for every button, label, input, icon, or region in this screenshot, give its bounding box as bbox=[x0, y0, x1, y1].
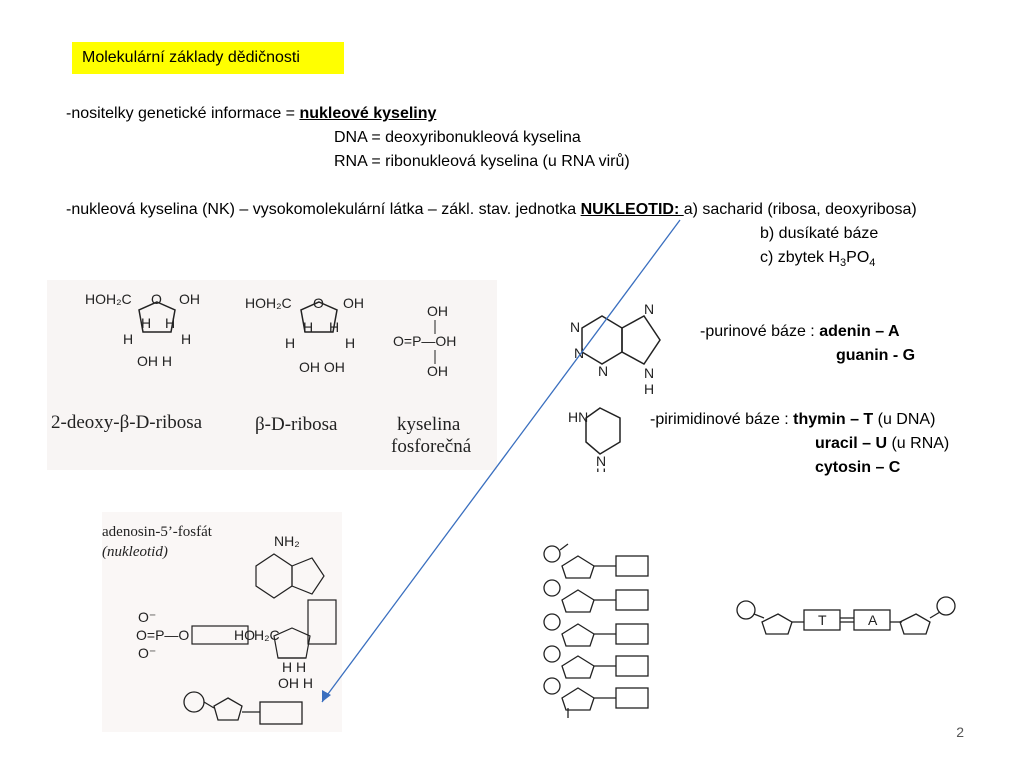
scan-background bbox=[47, 280, 497, 470]
scan-background bbox=[102, 512, 342, 732]
strand-unit-4 bbox=[543, 645, 649, 679]
strand-unit-1 bbox=[543, 543, 649, 579]
svg-text:HOH₂C: HOH₂C bbox=[245, 295, 292, 311]
svg-text:OH H: OH H bbox=[278, 675, 313, 691]
ribose-structure bbox=[300, 301, 338, 333]
pyrimidine-structure: HN N H bbox=[568, 407, 621, 472]
pyrimidine-label: -pirimidinové báze : bbox=[650, 411, 794, 428]
pyrimidine-thymine: thymin – T bbox=[793, 411, 874, 428]
svg-text:N: N bbox=[598, 363, 608, 379]
svg-text:N: N bbox=[570, 319, 580, 335]
svg-text:H: H bbox=[285, 335, 295, 351]
svg-text:H: H bbox=[345, 335, 355, 351]
purine-label: -purinové báze : bbox=[700, 323, 820, 340]
purine-guanine: guanin - G bbox=[836, 347, 916, 364]
base-pair-schematic: T A bbox=[736, 596, 956, 635]
deoxyribose-oh: OH bbox=[179, 291, 200, 307]
svg-text:NH₂: NH₂ bbox=[274, 533, 300, 549]
deoxyribose-o: O bbox=[151, 291, 162, 307]
strand-unit-2 bbox=[543, 579, 649, 613]
svg-text:OH: OH bbox=[427, 363, 448, 379]
component-b: b) dusíkaté báze bbox=[760, 225, 879, 242]
nucleic-acid-prefix: -nukleová kyselina (NK) – vysokomolekulá… bbox=[66, 201, 581, 218]
pair-right-base: A bbox=[868, 612, 878, 628]
svg-text:OH OH: OH OH bbox=[299, 359, 345, 375]
nucleotide-figure: adenosin-5’-fosfát (nukleotid) NH₂ O⁻ O=… bbox=[102, 512, 342, 732]
phosphoric-caption-1: kyselina bbox=[397, 414, 461, 435]
phosphoric-caption-2: fosforečná bbox=[391, 436, 472, 457]
page-number: 2 bbox=[956, 724, 964, 740]
deoxyribose-structure bbox=[138, 301, 176, 333]
dna-definition: DNA = deoxyribonukleová kyselina bbox=[334, 129, 581, 146]
svg-text:H: H bbox=[644, 381, 654, 396]
pyrimidine-uracil: uracil – U (u RNA) bbox=[815, 435, 950, 452]
nucleic-acids-emph: nukleové kyseliny bbox=[299, 105, 437, 122]
svg-text:HN: HN bbox=[568, 409, 588, 425]
svg-text:H H: H H bbox=[282, 659, 306, 675]
nucleotide-caption-1: adenosin-5’-fosfát bbox=[102, 524, 213, 540]
component-a: a) sacharid (ribosa, deoxyribosa) bbox=[683, 201, 917, 218]
svg-text:N: N bbox=[574, 345, 584, 361]
svg-text:O=P—O: O=P—O bbox=[136, 627, 189, 643]
nucleotide-emph: NUKLEOTID: bbox=[580, 201, 684, 218]
pyrimidine-line: -pirimidinové báze : thymin – T (u DNA) bbox=[650, 411, 936, 428]
strand-schematic bbox=[543, 543, 649, 718]
svg-text:O=P—OH: O=P—OH bbox=[393, 333, 456, 349]
svg-text:H: H bbox=[596, 465, 606, 472]
line-carriers: -nositelky genetické informace = nukleov… bbox=[66, 104, 436, 124]
nucleotide-caption-2: (nukleotid) bbox=[102, 544, 168, 560]
svg-text:N: N bbox=[644, 365, 654, 381]
pyrimidine-cytosine: cytosin – C bbox=[815, 459, 901, 476]
svg-text:HO: HO bbox=[234, 627, 255, 643]
line-nucleic-acid: -nukleová kyselina (NK) – vysokomolekulá… bbox=[66, 200, 917, 220]
purine-adenine: adenin – A bbox=[819, 323, 900, 340]
svg-text:O⁻: O⁻ bbox=[138, 609, 156, 625]
strand-unit-3 bbox=[543, 613, 649, 647]
svg-text:O: O bbox=[313, 295, 324, 311]
deoxyribose-caption: 2-deoxy-β-D-ribosa bbox=[51, 412, 203, 433]
svg-text:H: H bbox=[165, 315, 175, 331]
rna-definition: RNA = ribonukleová kyselina (u RNA virů) bbox=[334, 153, 630, 170]
svg-text:OH H: OH H bbox=[137, 353, 172, 369]
svg-text:H: H bbox=[329, 319, 339, 335]
svg-text:H: H bbox=[141, 315, 151, 331]
purine-structure: N N N N N H bbox=[570, 301, 661, 396]
svg-text:O⁻: O⁻ bbox=[138, 645, 156, 661]
svg-text:OH: OH bbox=[343, 295, 364, 311]
slide-title: Molekulární základy dědičnosti bbox=[72, 42, 344, 74]
pair-left-base: T bbox=[818, 612, 827, 628]
svg-text:H: H bbox=[123, 331, 133, 347]
purine-line: -purinové báze : adenin – A bbox=[700, 322, 900, 342]
svg-text:N: N bbox=[596, 453, 606, 469]
svg-text:H: H bbox=[181, 331, 191, 347]
deoxyribose-hoh2c: HOH₂C bbox=[85, 291, 132, 307]
carriers-prefix: -nositelky genetické informace = bbox=[66, 105, 300, 122]
strand-unit-5 bbox=[543, 677, 649, 711]
ribose-caption: β-D-ribosa bbox=[255, 414, 338, 435]
svg-text:N: N bbox=[644, 301, 654, 317]
component-c: c) zbytek H3PO4 bbox=[760, 249, 876, 270]
svg-text:OH: OH bbox=[427, 303, 448, 319]
svg-text:H: H bbox=[303, 319, 313, 335]
svg-text:H₂C: H₂C bbox=[254, 627, 280, 643]
